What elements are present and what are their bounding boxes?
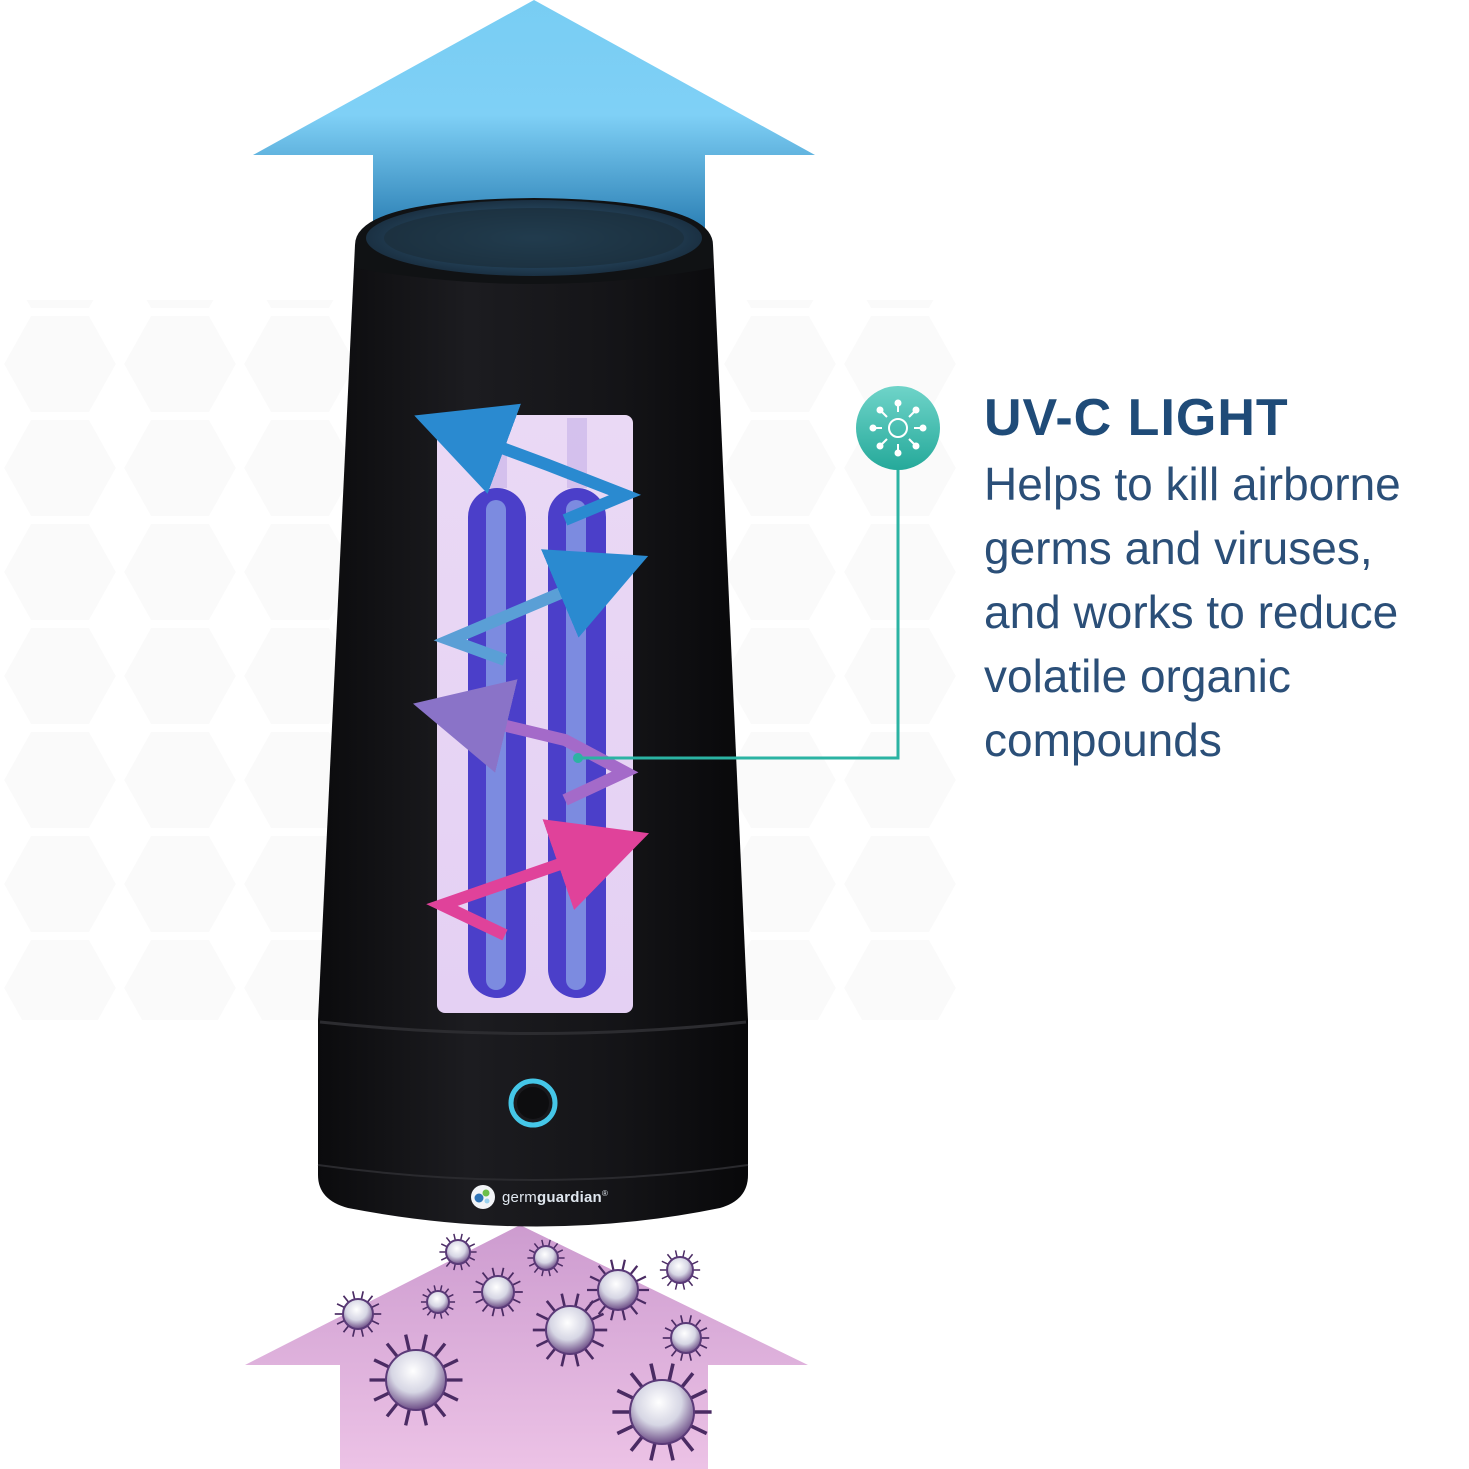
power-ring-icon bbox=[508, 1078, 558, 1128]
clean-air-arrow bbox=[253, 0, 815, 230]
germ-particle bbox=[612, 1363, 712, 1461]
feature-line: and works to reduce bbox=[984, 586, 1399, 638]
brand-logo-icon bbox=[471, 1185, 495, 1209]
feature-line: volatile organic bbox=[984, 650, 1291, 702]
feature-description: Helps to kill airborne germs and viruses… bbox=[984, 452, 1464, 772]
feature-line: compounds bbox=[984, 714, 1222, 766]
brand-name: germguardian® bbox=[502, 1188, 609, 1206]
feature-line: Helps to kill airborne bbox=[984, 458, 1401, 510]
feature-line: germs and viruses, bbox=[984, 522, 1373, 574]
dirty-air-arrow bbox=[245, 1225, 808, 1469]
germ-particle bbox=[420, 1285, 456, 1319]
germ-particle bbox=[527, 1239, 565, 1277]
germ-particle bbox=[439, 1233, 477, 1271]
germ-particle bbox=[659, 1250, 701, 1290]
germ-particle bbox=[587, 1259, 649, 1321]
germ-particle bbox=[334, 1291, 382, 1337]
uv-chamber-window bbox=[412, 403, 650, 1013]
germ-particle bbox=[369, 1334, 463, 1426]
germ-particle bbox=[473, 1267, 523, 1317]
virus-icon bbox=[856, 386, 940, 470]
germ-particle bbox=[662, 1315, 710, 1361]
brand-logo: germguardian® bbox=[470, 1180, 608, 1214]
feature-title: UV-C LIGHT bbox=[984, 389, 1289, 447]
germ-particle bbox=[532, 1293, 608, 1367]
germ-particles bbox=[334, 1233, 712, 1461]
callout-connector bbox=[573, 468, 900, 763]
